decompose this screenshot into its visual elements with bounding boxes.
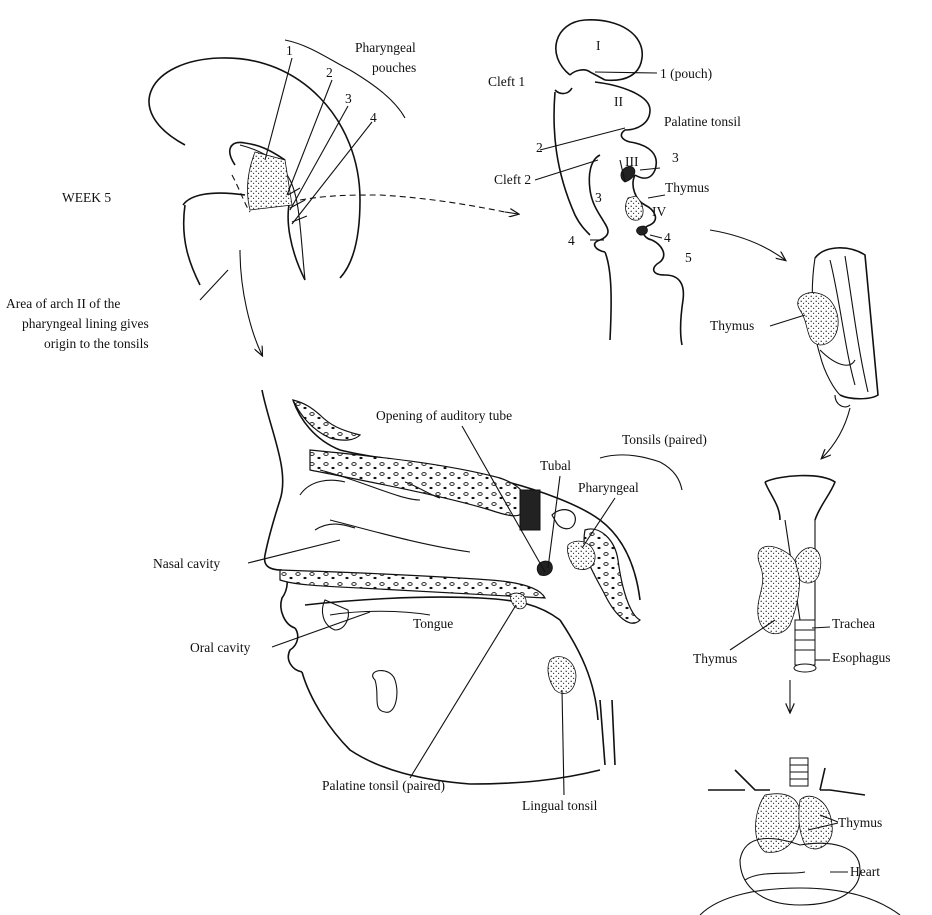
pouch-2-label: 2 bbox=[326, 65, 333, 80]
cleft-1-label: Cleft 1 bbox=[488, 74, 525, 89]
palatine-tonsil-top-label: Palatine tonsil bbox=[664, 114, 741, 129]
opening-auditory-tube-label: Opening of auditory tube bbox=[376, 408, 512, 423]
trachea-label: Trachea bbox=[832, 616, 875, 631]
number-5-label: 5 bbox=[685, 250, 692, 265]
area-arch-label-line2: pharyngeal lining gives bbox=[22, 316, 149, 331]
pouch-4-label: 4 bbox=[370, 110, 377, 125]
tongue-label: Tongue bbox=[413, 616, 453, 631]
area-arch-label-line1: Area of arch II of the bbox=[6, 296, 120, 311]
heart-label: Heart bbox=[850, 864, 880, 879]
oral-cavity-label: Oral cavity bbox=[190, 640, 251, 655]
thymus-mid-label: Thymus bbox=[710, 318, 754, 333]
number-2-label: 2 bbox=[536, 140, 543, 155]
thymus-trachea-drawing bbox=[758, 476, 835, 712]
area-arch-label-line3: origin to the tonsils bbox=[44, 336, 149, 351]
number-4-right-label: 4 bbox=[664, 230, 671, 245]
pouch-3-label: 3 bbox=[345, 91, 352, 106]
sagittal-head-section-drawing bbox=[262, 390, 640, 784]
cleft-2-label: Cleft 2 bbox=[494, 172, 531, 187]
palatine-tonsil-paired-label: Palatine tonsil (paired) bbox=[322, 778, 445, 793]
thymus-heart-drawing bbox=[700, 758, 900, 915]
pouch-1-label: 1 bbox=[286, 43, 293, 58]
pharyngeal-pouches-label-line2: pouches bbox=[372, 60, 416, 75]
pharyngeal-pouches-label-line1: Pharyngeal bbox=[355, 40, 416, 55]
number-3-right-label: 3 bbox=[672, 150, 679, 165]
week-label: WEEK 5 bbox=[62, 190, 111, 205]
pharyngeal-label: Pharyngeal bbox=[578, 480, 639, 495]
tubal-label: Tubal bbox=[540, 458, 571, 473]
thymus-lower-label: Thymus bbox=[693, 651, 737, 666]
pouch-1-right-label: 1 (pouch) bbox=[660, 66, 712, 81]
arch-II-label: II bbox=[614, 94, 623, 109]
number-3-left-label: 3 bbox=[595, 190, 602, 205]
number-4-left-label: 4 bbox=[568, 233, 575, 248]
nasal-cavity-label: Nasal cavity bbox=[153, 556, 220, 571]
arch-IV-label: IV bbox=[652, 204, 666, 219]
arch-III-label: III bbox=[625, 154, 639, 169]
esophagus-label: Esophagus bbox=[832, 650, 891, 665]
lingual-tonsil-label: Lingual tonsil bbox=[522, 798, 598, 813]
week5-embryo-drawing bbox=[149, 40, 518, 355]
thymus-bottom-label: Thymus bbox=[838, 815, 882, 830]
tonsils-paired-label: Tonsils (paired) bbox=[622, 432, 707, 447]
thymus-top-label: Thymus bbox=[665, 180, 709, 195]
arch-I-label: I bbox=[596, 38, 601, 53]
thymus-pharynx-drawing bbox=[798, 248, 878, 458]
